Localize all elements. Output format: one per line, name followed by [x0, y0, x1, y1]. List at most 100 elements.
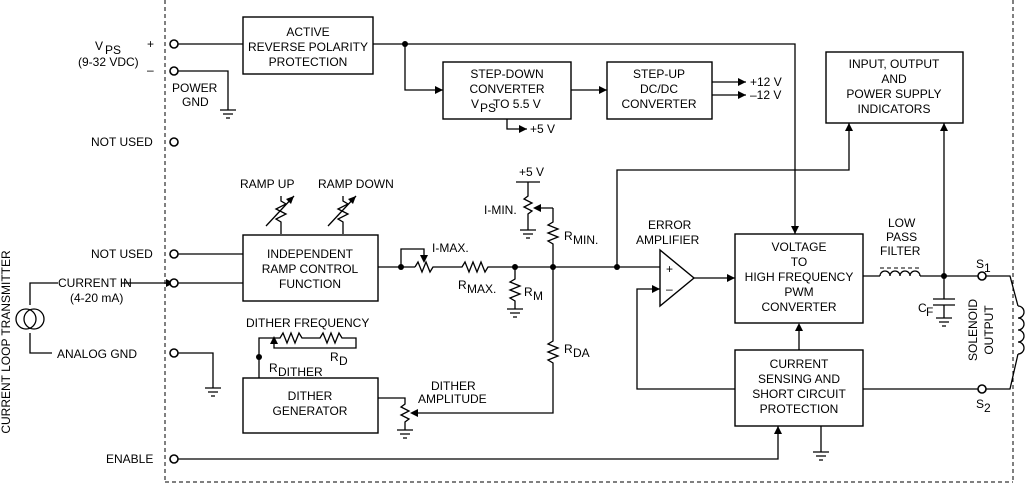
svg-text:PWM: PWM: [784, 285, 813, 299]
terminal-analog-gnd: [169, 348, 179, 358]
side-label: CURRENT LOOP TRANSMITTER: [0, 250, 13, 434]
terminal-vps-minus: [169, 66, 179, 76]
r-max-label: R: [458, 278, 467, 292]
svg-text:CONVERTER: CONVERTER: [621, 97, 696, 111]
r-da-resistor: [410, 267, 560, 417]
analog-gnd-symbol: [205, 387, 221, 397]
s2-sub: 2: [984, 401, 991, 415]
svg-text:AND: AND: [881, 72, 907, 86]
dither-generator-block: DITHER GENERATOR: [242, 377, 379, 434]
svg-text:PROTECTION: PROTECTION: [269, 55, 348, 69]
solenoid-coil: [986, 275, 1025, 390]
ramp-up-potentiometer: [265, 195, 295, 234]
power-gnd-symbol: [220, 109, 236, 119]
svg-text:INPUT, OUTPUT: INPUT, OUTPUT: [849, 57, 940, 71]
filter-inductor: [863, 267, 978, 277]
filter-capacitor: [933, 276, 955, 327]
svg-text:POWER: POWER: [172, 81, 218, 95]
svg-text:SHORT CIRCUIT: SHORT CIRCUIT: [752, 387, 846, 401]
svg-text:TO: TO: [791, 255, 807, 269]
svg-text:V: V: [95, 39, 103, 53]
dither-amplitude-label-2: AMPLITUDE: [418, 392, 487, 406]
ramp-control-block: INDEPENDENT RAMP CONTROL FUNCTION: [242, 234, 379, 302]
svg-text:PROTECTION: PROTECTION: [760, 402, 839, 416]
pin-vps: V PS (9-32 VDC) + –: [78, 37, 154, 77]
terminal-not-used-2: [169, 249, 179, 259]
r-m-resistor: [507, 267, 523, 318]
svg-text:TO 5.5 V: TO 5.5 V: [493, 97, 541, 111]
svg-text:VOLTAGE: VOLTAGE: [772, 240, 827, 254]
plus12-label: +12 V: [750, 75, 782, 89]
svg-text:SOLENOID: SOLENOID: [966, 299, 980, 361]
pin-not-used-1: NOT USED: [91, 135, 153, 149]
s1-label: S: [976, 257, 984, 271]
i-min-label: I-MIN.: [484, 203, 517, 217]
svg-text:CURRENT IN: CURRENT IN: [58, 276, 132, 290]
minus12-label: –12 V: [750, 88, 781, 102]
svg-text:DITHER: DITHER: [288, 389, 333, 403]
low-pass-label-1: LOW: [888, 216, 916, 230]
svg-text:PS: PS: [105, 43, 121, 57]
svg-text:+: +: [666, 262, 673, 276]
svg-text:PS: PS: [480, 101, 496, 115]
svg-text:+: +: [147, 37, 154, 51]
r-dither-label: R: [269, 361, 278, 375]
s2-label: S: [976, 397, 984, 411]
error-amplifier: + –: [659, 248, 696, 308]
current-sensing-block: CURRENT SENSING AND SHORT CIRCUIT PROTEC…: [734, 349, 864, 427]
low-pass-label-2: PASS: [886, 230, 917, 244]
i-max-potentiometer: [400, 248, 440, 274]
r-d-sub: D: [339, 354, 348, 368]
error-amp-label-1: ERROR: [648, 218, 692, 232]
step-up-block: STEP-UP DC/DC CONVERTER: [606, 61, 713, 120]
step-down-block: STEP-DOWN CONVERTER V PS TO 5.5 V: [442, 61, 572, 120]
module-outline: [164, 0, 1014, 483]
ramp-up-label: RAMP UP: [240, 177, 294, 191]
svg-text:GND: GND: [182, 95, 209, 109]
terminal-vps-plus: [169, 39, 179, 49]
pin-power-gnd-label: POWER GND: [172, 81, 218, 109]
svg-text:POWER SUPPLY: POWER SUPPLY: [846, 87, 941, 101]
svg-text:INDICATORS: INDICATORS: [858, 102, 931, 116]
pin-enable: ENABLE: [106, 452, 153, 466]
dither-amplitude-label-1: DITHER: [431, 379, 476, 393]
terminal-enable: [169, 454, 179, 464]
svg-text:CONVERTER: CONVERTER: [469, 82, 544, 96]
r-min-label: R: [564, 229, 573, 243]
ramp-down-potentiometer: [327, 195, 357, 234]
dither-amplitude-potentiometer: [378, 397, 413, 439]
r-da-label: R: [564, 342, 573, 356]
dither-frequency-label: DITHER FREQUENCY: [246, 316, 369, 330]
indicators-block: INPUT, OUTPUT AND POWER SUPPLY INDICATOR…: [825, 51, 964, 124]
svg-text:ACTIVE: ACTIVE: [286, 25, 329, 39]
svg-text:REVERSE POLARITY: REVERSE POLARITY: [248, 40, 368, 54]
pin-not-used-2: NOT USED: [91, 247, 153, 261]
svg-text:STEP-UP: STEP-UP: [633, 67, 685, 81]
plus5-in-label: +5 V: [519, 165, 544, 179]
terminal-s2: [977, 384, 987, 394]
low-pass-label-3: FILTER: [880, 244, 921, 258]
svg-text:–: –: [147, 63, 154, 77]
svg-text:(9-32 VDC): (9-32 VDC): [78, 55, 139, 69]
error-amp-label-2: AMPLIFIER: [636, 233, 700, 247]
svg-text:(4-20 mA): (4-20 mA): [70, 291, 123, 305]
r-m-label: R: [524, 285, 533, 299]
svg-text:GENERATOR: GENERATOR: [273, 404, 348, 418]
r-m-sub: M: [533, 289, 543, 303]
cf-sub: F: [926, 305, 933, 319]
i-min-potentiometer: [516, 181, 553, 239]
r-d-label: R: [330, 350, 339, 364]
r-max-sub: MAX.: [467, 282, 496, 296]
r-min-sub: MIN.: [573, 233, 598, 247]
svg-text:CURRENT: CURRENT: [770, 357, 829, 371]
svg-text:V: V: [471, 97, 479, 111]
r-da-sub: DA: [573, 346, 590, 360]
terminal-not-used-1: [169, 137, 179, 147]
svg-text:STEP-DOWN: STEP-DOWN: [470, 67, 543, 81]
svg-text:DC/DC: DC/DC: [640, 82, 678, 96]
pwm-converter-block: VOLTAGE TO HIGH FREQUENCY PWM CONVERTER: [734, 233, 864, 324]
svg-text:SENSING AND: SENSING AND: [758, 372, 840, 386]
s1-sub: 1: [984, 261, 991, 275]
i-max-label: I-MAX.: [432, 241, 469, 255]
